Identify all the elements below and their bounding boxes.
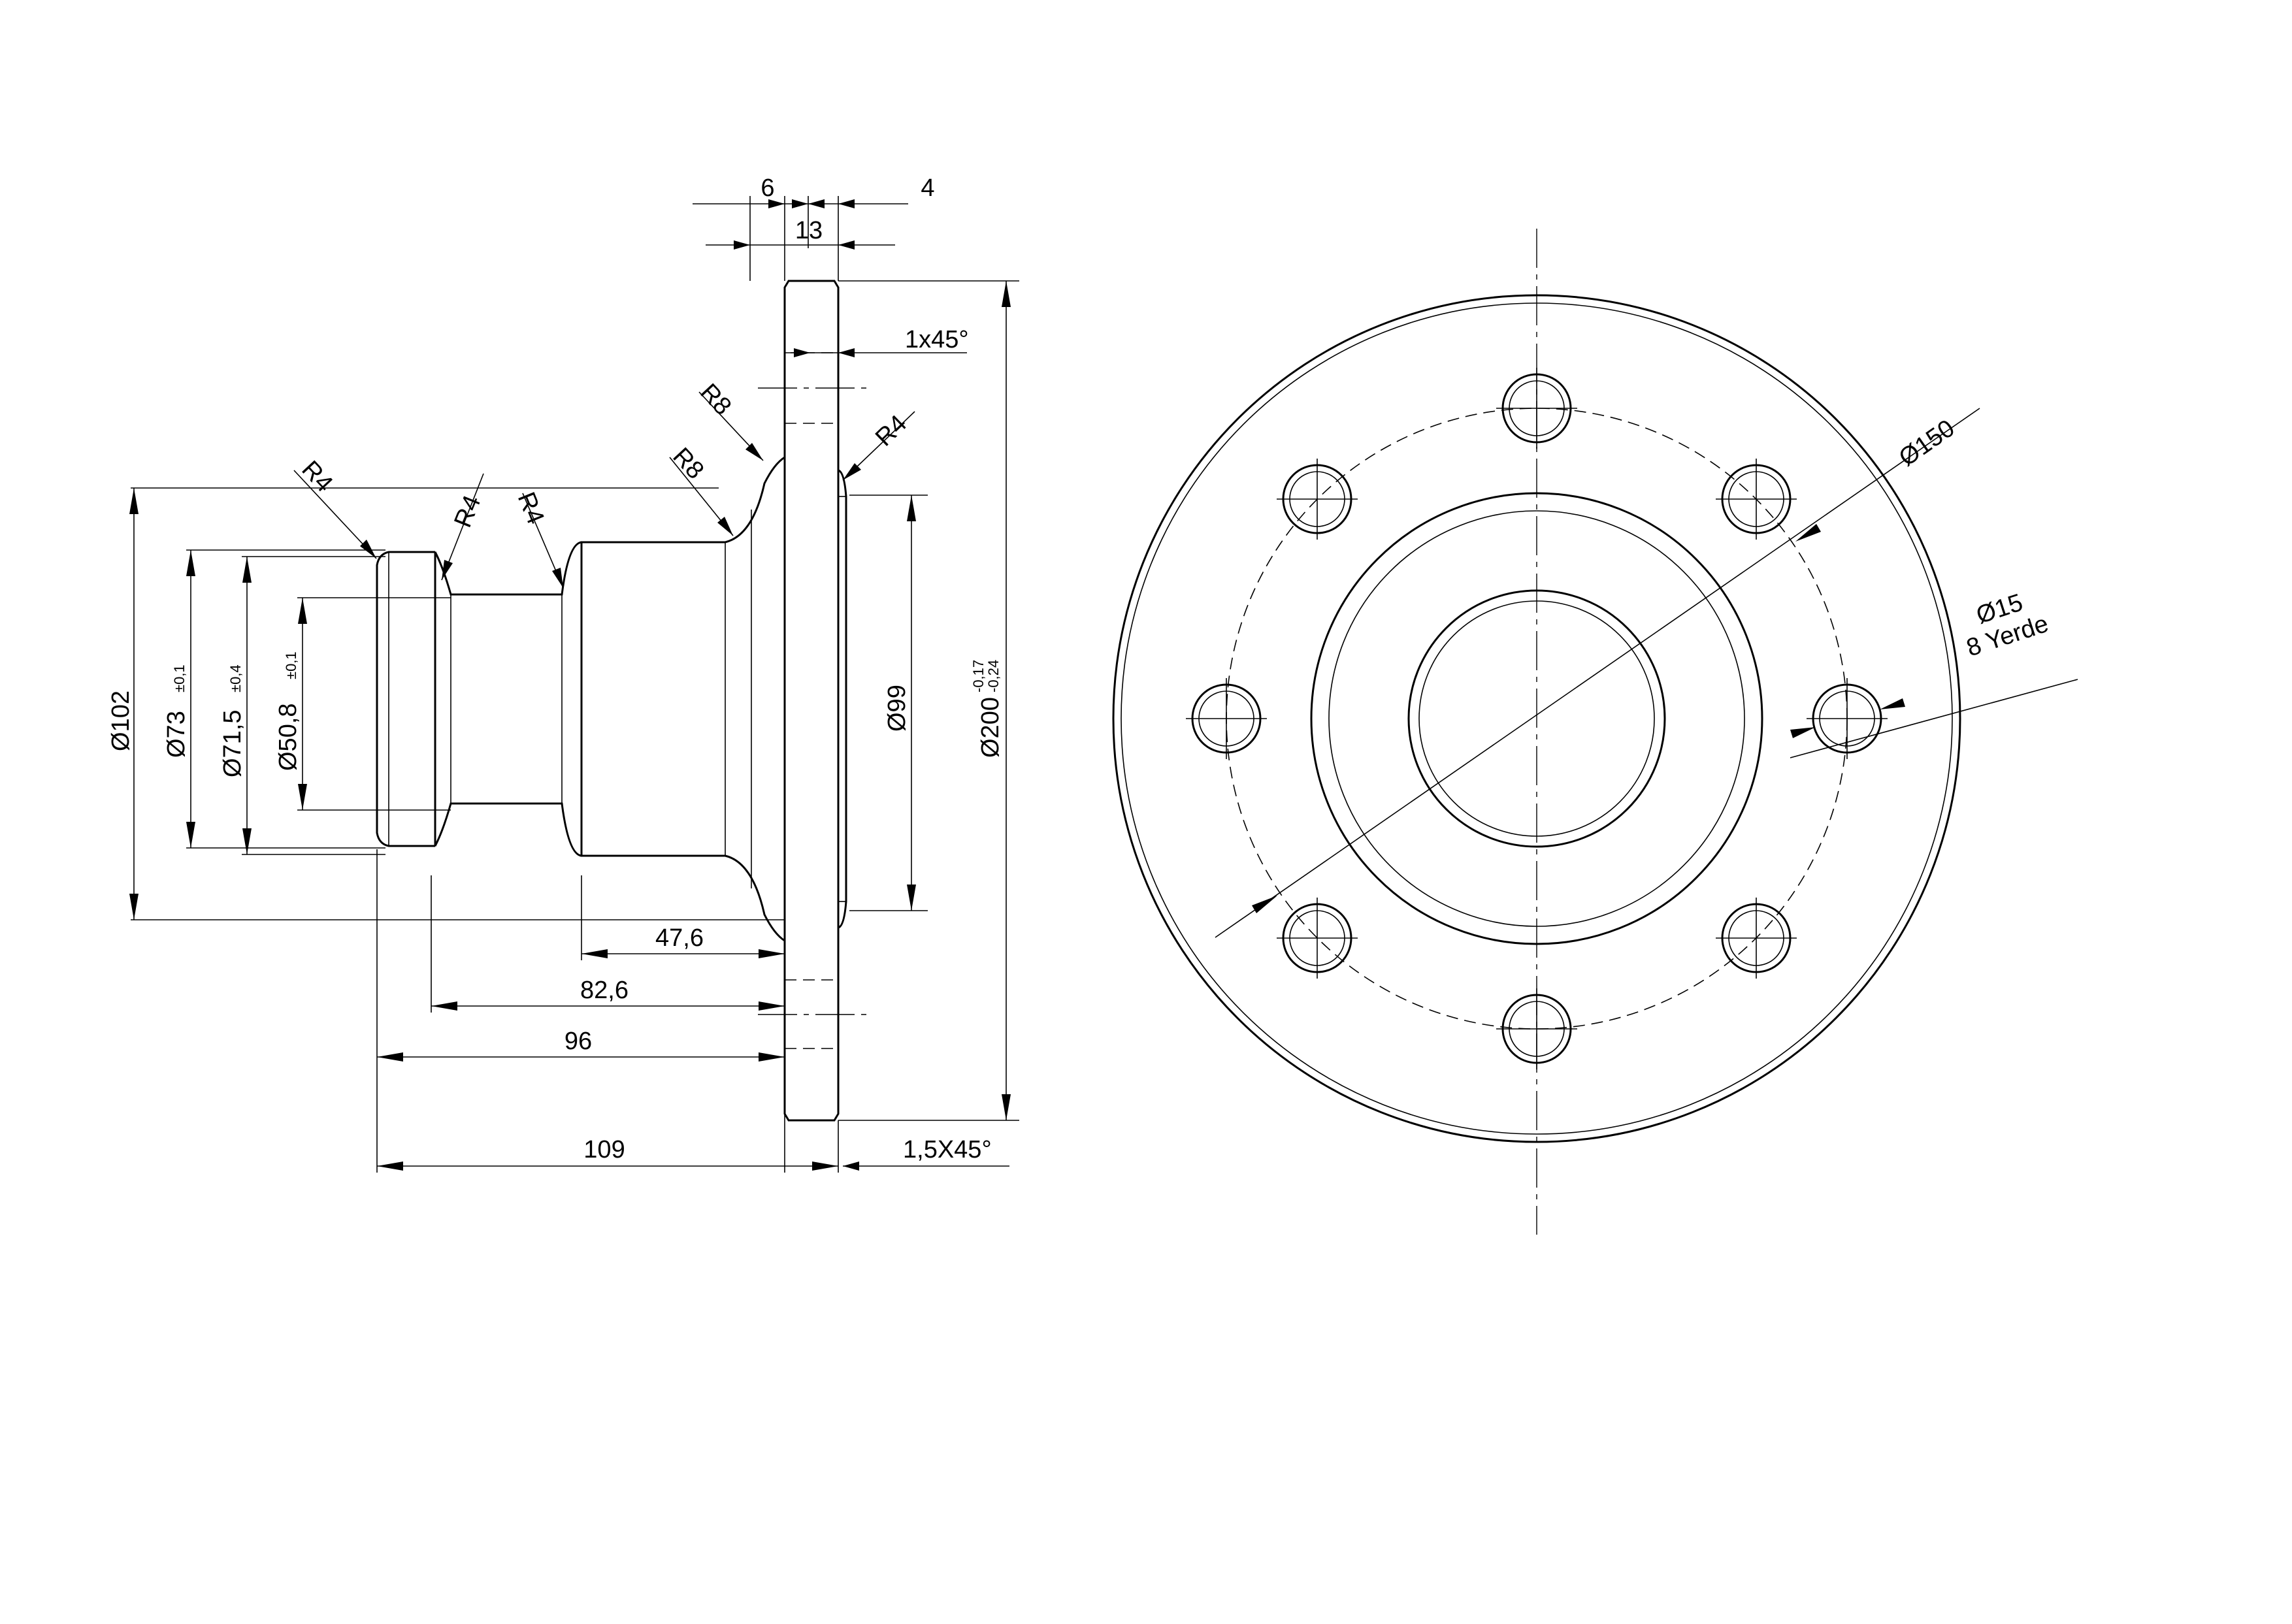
arrowhead (298, 598, 307, 624)
dim-d102: Ø102 (107, 690, 135, 751)
dim-d200: Ø200 (977, 697, 1004, 758)
dim-d71-5-tol: ±0,4 (227, 664, 244, 692)
bolt-hole (1186, 678, 1267, 759)
bolt-hole (1277, 898, 1358, 979)
bolt-hole (1496, 368, 1577, 449)
dim-d50-8: Ø50,8 (274, 703, 302, 771)
arrowhead (907, 495, 916, 521)
dim-4: 4 (921, 174, 934, 202)
dim-82-6: 82,6 (580, 977, 629, 1004)
leader-d15 (1790, 679, 2078, 758)
bolt-hole (1716, 459, 1797, 540)
arrowhead (768, 199, 785, 208)
dim-r4-groove-2: R4 (512, 489, 549, 528)
dim-d71-5: Ø71,5 (219, 709, 246, 777)
groove-outline (434, 541, 582, 857)
arrowhead (360, 540, 376, 559)
arrowhead (1880, 698, 1905, 709)
dim-d99: Ø99 (883, 685, 911, 732)
arrowhead (1002, 281, 1011, 307)
arrowhead (734, 240, 750, 250)
front-view: Ø150 Ø15 8 Yerde (1112, 229, 2078, 1235)
outer-circle-d200 (1112, 294, 1961, 1143)
arrowhead (129, 488, 139, 514)
arrowhead (129, 894, 139, 920)
arrowhead (377, 1161, 403, 1171)
bolt-hole (1807, 678, 1888, 759)
arrowhead (1252, 896, 1277, 913)
arrowhead (745, 443, 763, 461)
arrowhead (1795, 524, 1821, 542)
bolt-hole (1716, 898, 1797, 979)
arrowhead (792, 199, 808, 208)
dim-13: 13 (795, 217, 823, 244)
dim-47-6: 47,6 (655, 924, 704, 952)
dim-d73-tol: ±0,1 (171, 664, 188, 692)
arrowhead (838, 348, 855, 357)
bolt-hole (1277, 459, 1358, 540)
collar-outline (376, 551, 435, 847)
arrowhead (442, 560, 453, 580)
arrowhead (843, 1161, 859, 1171)
flange-plate-outline (783, 280, 840, 1122)
outer-chamfer-circle (1121, 302, 1953, 1135)
arrowhead (1002, 1094, 1011, 1120)
bore-circle (1407, 589, 1666, 848)
arrowhead (186, 550, 195, 576)
dim-r8-upper: R8 (695, 378, 736, 420)
dim-109: 109 (583, 1136, 625, 1163)
dim-r4-left: R4 (296, 455, 338, 497)
dim-d73: Ø73 (163, 711, 190, 758)
dim-d50-8-tol: ±0,1 (283, 651, 299, 679)
arrowhead (812, 1161, 838, 1171)
arrowhead (377, 1052, 403, 1062)
dim-d200-tol-upper: -0,17 (970, 660, 987, 692)
dim-r4-right: R4 (870, 410, 912, 452)
arrowhead (759, 1001, 785, 1011)
arrowhead (1790, 727, 1816, 738)
dim-d150: Ø150 (1894, 415, 1959, 472)
dim-chamfer-1x45: 1x45° (905, 326, 969, 353)
dim-r4-groove-1: R4 (449, 492, 486, 532)
arrowhead (808, 199, 825, 208)
arrowhead (843, 463, 861, 480)
arrowhead (759, 949, 785, 958)
dim-6: 6 (761, 174, 774, 202)
dimension-line-d150 (1215, 408, 1980, 938)
arrowhead (242, 557, 252, 583)
arrowhead (794, 348, 810, 357)
arrowhead (242, 828, 252, 854)
bolt-hole (1496, 988, 1577, 1069)
arrowhead (759, 1052, 785, 1062)
arrowhead (838, 199, 855, 208)
hub-body-outline (580, 456, 785, 942)
arrowhead (298, 784, 307, 810)
side-view: 6 4 13 Ø200 -0,17 -0,24 1x45° R8 R8 R4 (107, 174, 1019, 1173)
arrowhead (186, 822, 195, 848)
bore-chamfer-circle (1418, 600, 1655, 837)
pilot-inner-circle (1328, 510, 1745, 927)
arrowhead (838, 240, 855, 250)
arrowhead (581, 949, 608, 958)
arrowhead (717, 517, 733, 536)
arrowhead (552, 568, 563, 588)
dim-96: 96 (565, 1028, 592, 1055)
pilot-circle-d99 (1310, 492, 1763, 945)
arrowhead (431, 1001, 457, 1011)
arrowhead (907, 885, 916, 911)
right-pilot-outline (838, 469, 847, 929)
dim-d200-tol-lower: -0,24 (985, 660, 1002, 692)
dim-r8-lower: R8 (667, 442, 709, 484)
dim-chamfer-1-5x45: 1,5X45° (903, 1136, 992, 1163)
